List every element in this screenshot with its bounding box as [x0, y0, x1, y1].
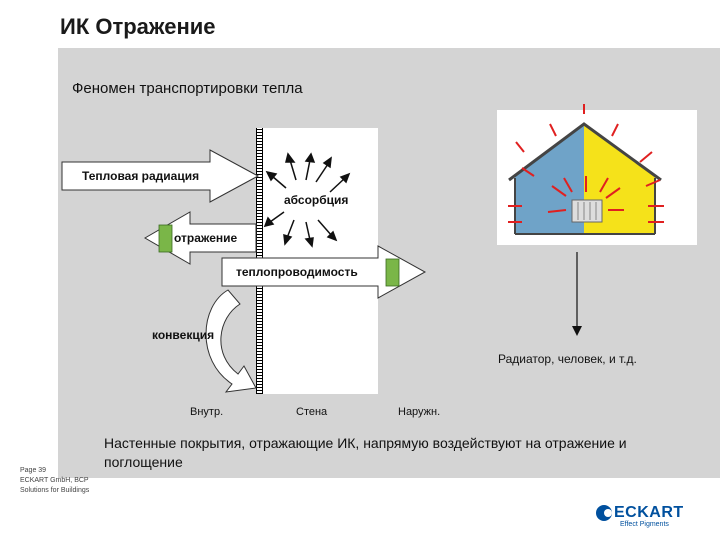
logo-name: ECKART — [614, 504, 684, 521]
conduction-green-bar — [385, 258, 400, 287]
page-info: Page 39 ECKART GmbH, BCP Solutions for B… — [20, 466, 89, 496]
absorption-burst — [263, 152, 351, 248]
radiator-caption: Радиатор, человек, и т.д. — [498, 352, 637, 366]
inside-label: Внутр. — [190, 406, 224, 418]
slide-subtitle: Феномен транспортировки тепла — [72, 80, 303, 97]
house-illustration — [497, 104, 697, 245]
reflection-green-bar — [158, 224, 173, 253]
page-number: Page 39 — [20, 467, 47, 474]
absorption-label: абсорбция — [284, 193, 349, 207]
conduction-label: теплопроводимость — [236, 265, 358, 279]
footer-note: Настенные покрытия, отражающие ИК, напря… — [104, 435, 627, 470]
conduction-arrow — [221, 245, 427, 299]
thermal-radiation-arrow — [61, 149, 260, 203]
wall-label: Стена — [296, 406, 328, 418]
division-name: Solutions for Buildings — [20, 487, 90, 494]
outside-label: Наружн. — [398, 406, 441, 418]
house-connector-arrowhead — [572, 326, 582, 336]
reflection-label: отражение — [174, 231, 238, 245]
logo-tagline: Effect Pigments — [620, 521, 669, 528]
logo-mark — [596, 505, 612, 521]
company-name: ECKART GmbH, BCP — [20, 477, 89, 484]
convection-arrow — [205, 289, 257, 393]
convection-label: конвекция — [152, 328, 215, 342]
slide-title: ИК Отражение — [60, 14, 216, 39]
thermal-radiation-label: Тепловая радиация — [82, 169, 200, 183]
